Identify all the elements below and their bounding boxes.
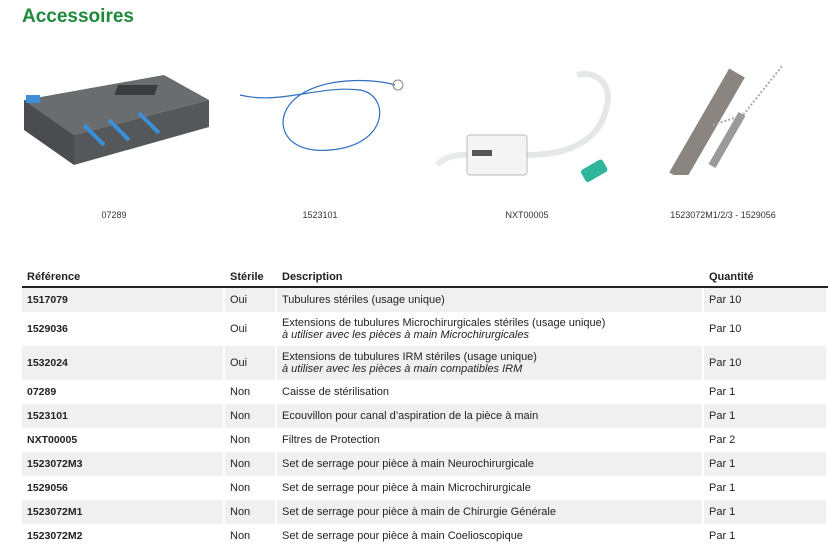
reference-cell: 1523072M2: [22, 524, 225, 548]
description-note: à utiliser avec les pièces à main compat…: [282, 363, 523, 375]
product-protection-filter: NXT00005: [427, 55, 627, 220]
product-caption: NXT00005: [505, 210, 549, 220]
table-row: 1529036 Oui Extensions de tubulures Micr…: [22, 312, 828, 346]
header-description: Description: [277, 267, 704, 288]
accessories-table: Référence Stérile Description Quantité 1…: [22, 267, 828, 548]
reference-cell: NXT00005: [22, 428, 225, 452]
table-row: 1523072M1 Non Set de serrage pour pièce …: [22, 500, 828, 524]
table-row: 07289 Non Caisse de stérilisation Par 1: [22, 380, 828, 404]
product-cleaning-brush: 1523101: [220, 55, 420, 220]
sterile-cell: Non: [225, 428, 277, 452]
quantity-cell: Par 1: [704, 476, 828, 500]
description-cell: Set de serrage pour pièce à main Coelios…: [277, 524, 704, 548]
sterilization-case-icon: [24, 75, 209, 165]
header-reference: Référence: [22, 267, 225, 288]
product-caption: 1523101: [302, 210, 338, 220]
product-caption: 1523072M1/2/3 - 1529056: [670, 210, 776, 220]
description-cell: Extensions de tubulures IRM stériles (us…: [277, 346, 704, 380]
table-row: NXT00005 Non Filtres de Protection Par 2: [22, 428, 828, 452]
description-text: Set de serrage pour pièce à main Neuroch…: [282, 458, 534, 470]
reference-cell: 1529036: [22, 312, 225, 346]
product-sterilization-case: 07289: [14, 55, 214, 220]
sterile-cell: Non: [225, 404, 277, 428]
protection-filter-icon: [434, 71, 611, 182]
description-text: Caisse de stérilisation: [282, 386, 389, 398]
description-cell: Set de serrage pour pièce à main Microch…: [277, 476, 704, 500]
sterile-cell: Non: [225, 524, 277, 548]
product-clamping-set: 1523072M1/2/3 - 1529056: [623, 55, 823, 220]
clamping-set-icon: [669, 64, 784, 175]
description-text: Tubulures stériles (usage unique): [282, 294, 445, 306]
reference-cell: 1523101: [22, 404, 225, 428]
description-cell: Ecouvillon pour canal d’aspiration de la…: [277, 404, 704, 428]
table-row: 1529056 Non Set de serrage pour pièce à …: [22, 476, 828, 500]
table-row: 1532024 Oui Extensions de tubulures IRM …: [22, 346, 828, 380]
quantity-cell: Par 1: [704, 404, 828, 428]
reference-cell: 1532024: [22, 346, 225, 380]
table-row: 1517079 Oui Tubulures stériles (usage un…: [22, 288, 828, 312]
cleaning-brush-icon: [239, 79, 404, 151]
product-caption: 07289: [101, 210, 127, 220]
description-text: Set de serrage pour pièce à main Coelios…: [282, 530, 523, 542]
quantity-cell: Par 1: [704, 524, 828, 548]
description-cell: Set de serrage pour pièce à main Neuroch…: [277, 452, 704, 476]
description-cell: Filtres de Protection: [277, 428, 704, 452]
reference-cell: 07289: [22, 380, 225, 404]
quantity-cell: Par 1: [704, 500, 828, 524]
description-text: Extensions de tubulures IRM stériles (us…: [282, 351, 537, 363]
quantity-cell: Par 10: [704, 312, 828, 346]
header-quantity: Quantité: [704, 267, 828, 288]
sterile-cell: Oui: [225, 346, 277, 380]
quantity-cell: Par 1: [704, 380, 828, 404]
sterile-cell: Non: [225, 452, 277, 476]
sterile-cell: Non: [225, 380, 277, 404]
table-row: 1523072M3 Non Set de serrage pour pièce …: [22, 452, 828, 476]
reference-cell: 1523072M1: [22, 500, 225, 524]
reference-cell: 1529056: [22, 476, 225, 500]
sterile-cell: Non: [225, 500, 277, 524]
description-text: Set de serrage pour pièce à main de Chir…: [282, 506, 556, 518]
description-cell: Tubulures stériles (usage unique): [277, 288, 704, 312]
description-note: à utiliser avec les pièces à main Microc…: [282, 329, 529, 341]
table-row: 1523072M2 Non Set de serrage pour pièce …: [22, 524, 828, 548]
sterile-cell: Oui: [225, 312, 277, 346]
description-cell: Caisse de stérilisation: [277, 380, 704, 404]
table-row: 1523101 Non Ecouvillon pour canal d’aspi…: [22, 404, 828, 428]
description-cell: Extensions de tubulures Microchirurgical…: [277, 312, 704, 346]
page-title: Accessoires: [22, 6, 134, 27]
description-text: Set de serrage pour pièce à main Microch…: [282, 482, 531, 494]
description-text: Filtres de Protection: [282, 434, 380, 446]
quantity-cell: Par 1: [704, 452, 828, 476]
description-text: Extensions de tubulures Microchirurgical…: [282, 317, 606, 329]
reference-cell: 1523072M3: [22, 452, 225, 476]
sterile-cell: Oui: [225, 288, 277, 312]
description-cell: Set de serrage pour pièce à main de Chir…: [277, 500, 704, 524]
quantity-cell: Par 2: [704, 428, 828, 452]
header-sterile: Stérile: [225, 267, 277, 288]
reference-cell: 1517079: [22, 288, 225, 312]
quantity-cell: Par 10: [704, 288, 828, 312]
quantity-cell: Par 10: [704, 346, 828, 380]
description-text: Ecouvillon pour canal d’aspiration de la…: [282, 410, 539, 422]
sterile-cell: Non: [225, 476, 277, 500]
